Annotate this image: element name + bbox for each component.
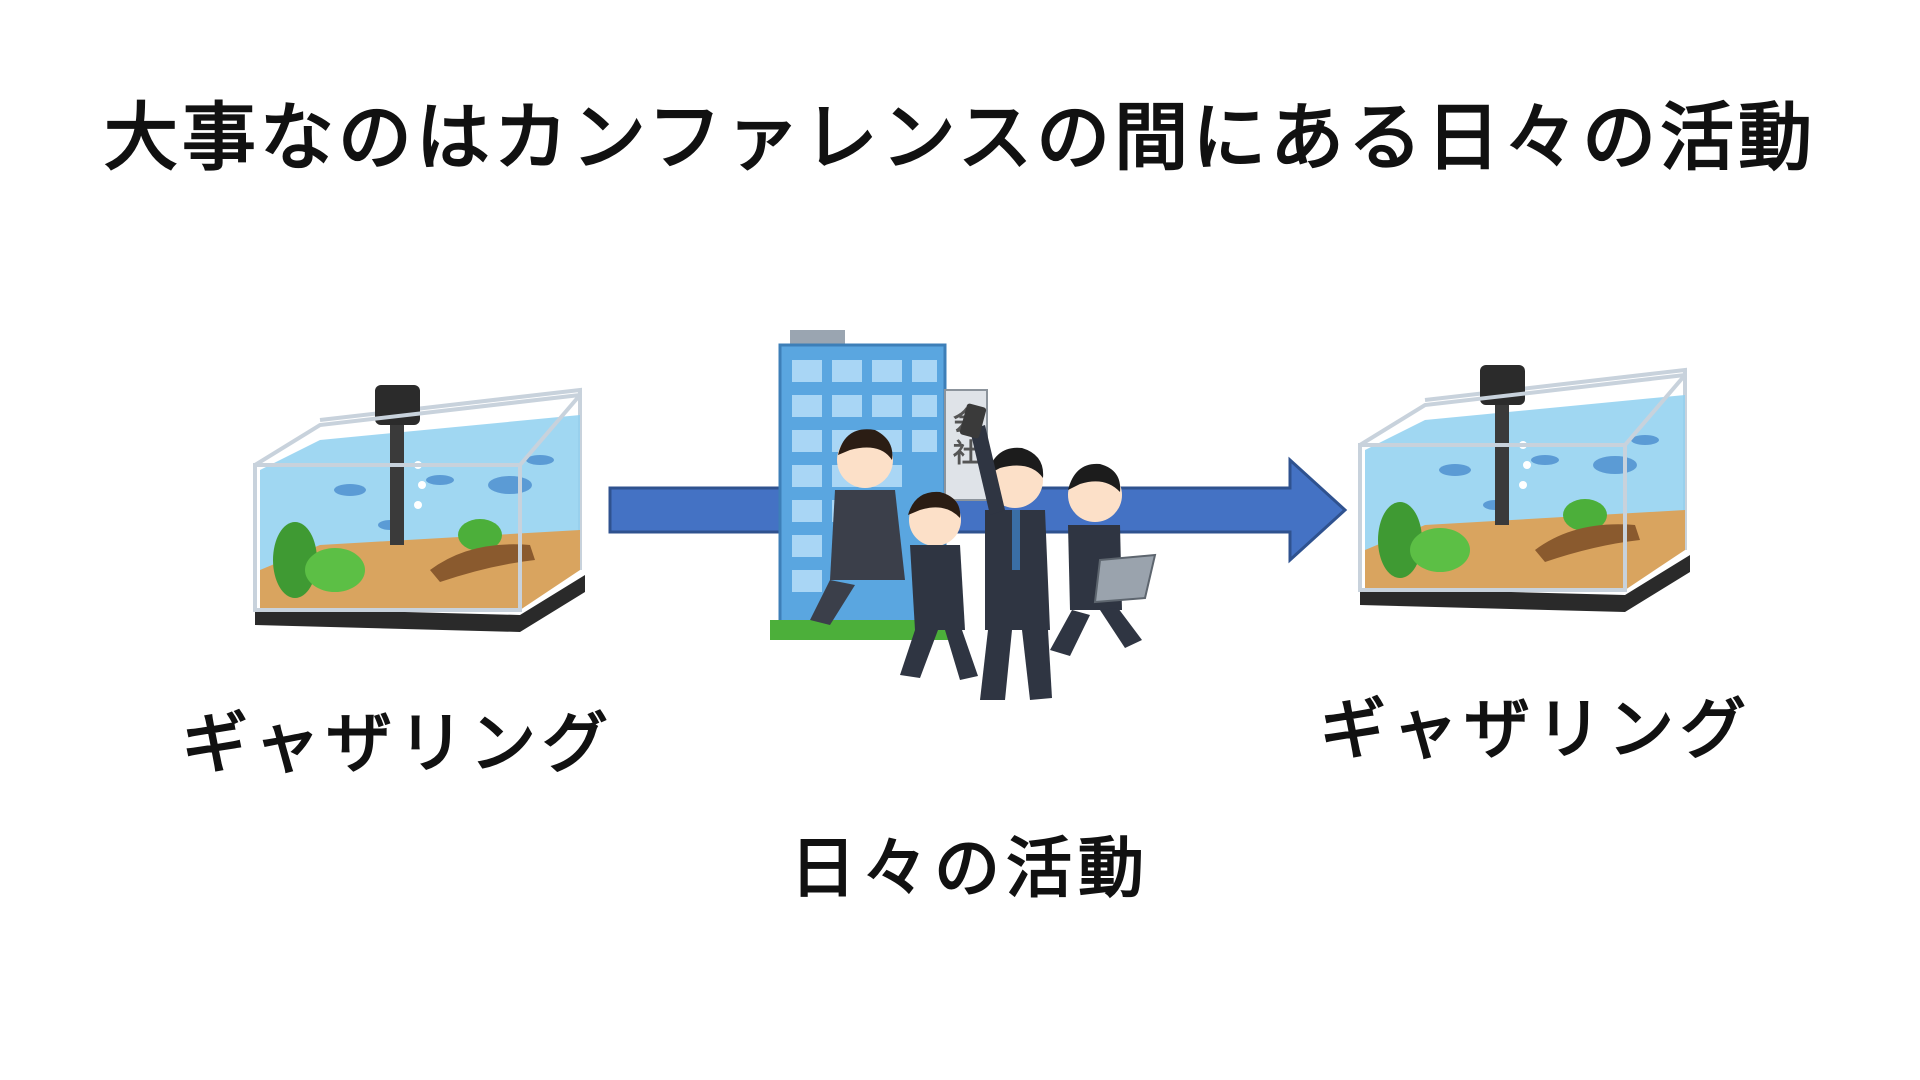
daily-activity-label: 日々の活動 xyxy=(790,830,1150,907)
left-gathering-label: ギャザリング xyxy=(182,705,614,782)
aquarium-icon xyxy=(253,385,585,632)
office-scene: 会社 xyxy=(770,330,1157,700)
flow-arrow xyxy=(608,456,1348,564)
right-gathering-label: ギャザリング xyxy=(1320,691,1752,768)
aquarium-icon xyxy=(1358,365,1690,612)
slide-title: 大事なのはカンファレンスの間にある日々の活動 xyxy=(103,95,1817,181)
busy-workers-icon xyxy=(810,403,1157,700)
